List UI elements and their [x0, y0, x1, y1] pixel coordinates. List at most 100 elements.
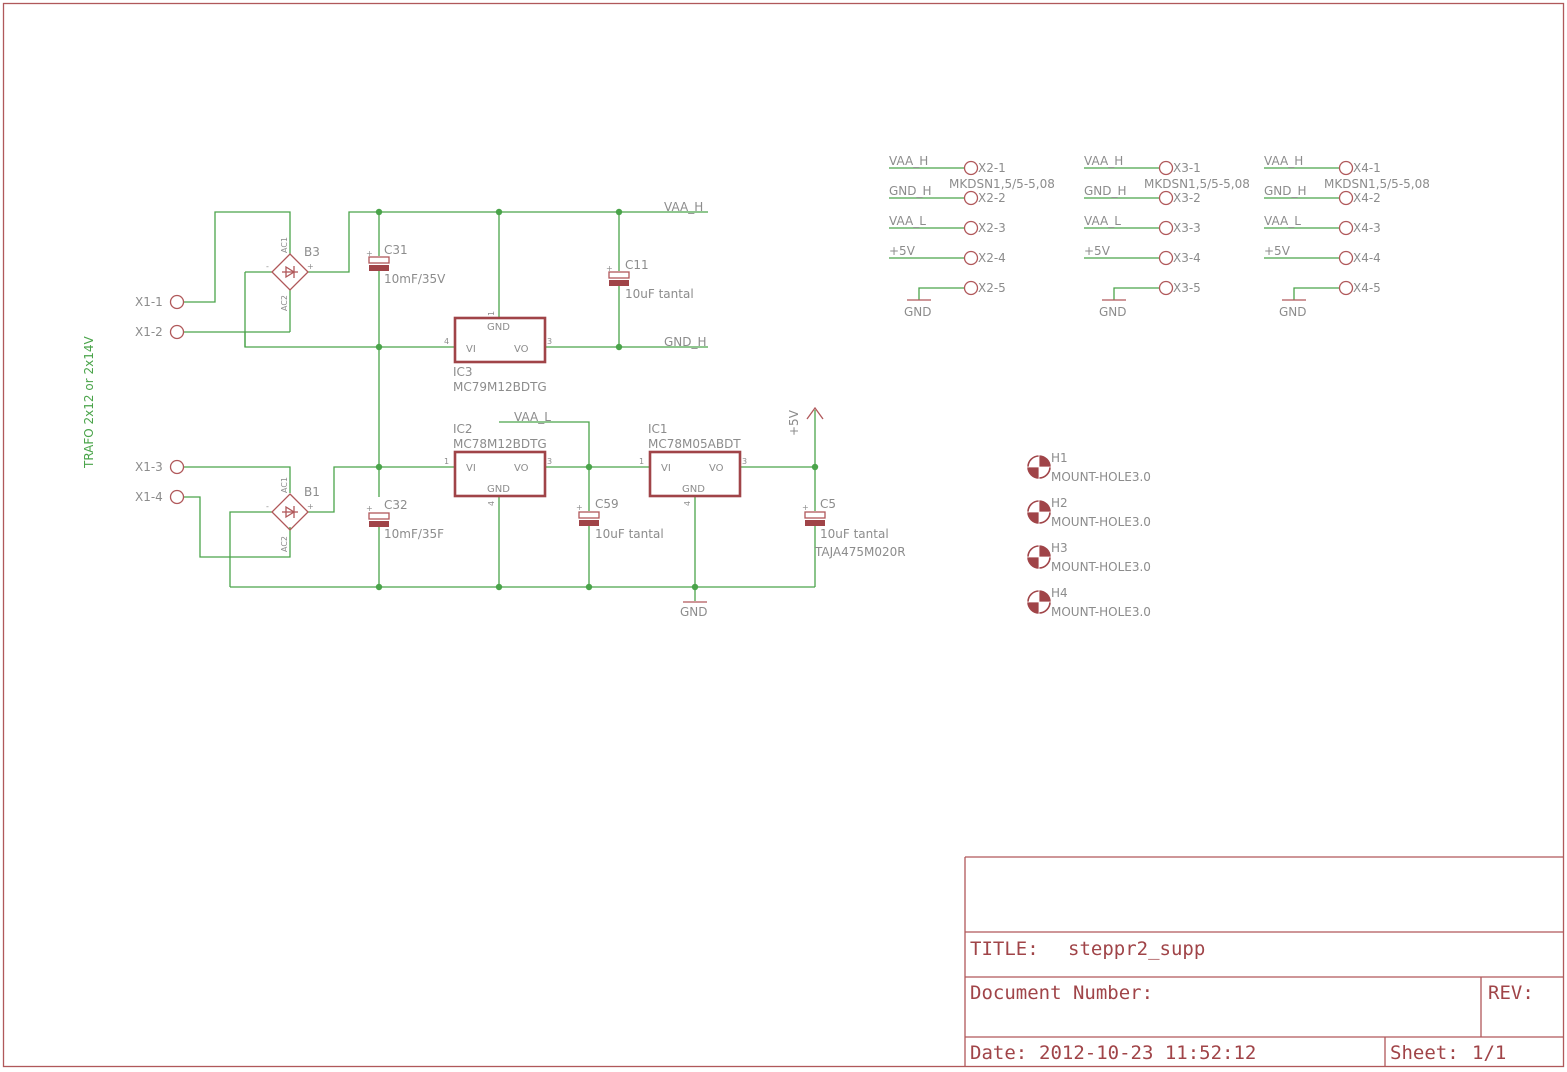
svg-text:+5V: +5V: [787, 409, 801, 436]
svg-text:IC3: IC3: [453, 365, 473, 379]
bridge-rectifier-b1: B1 AC1 AC2 - +: [266, 477, 320, 552]
svg-text:4: 4: [487, 501, 496, 506]
svg-text:GND: GND: [487, 322, 510, 333]
title-value: steppr2_supp: [1068, 938, 1205, 960]
net-label-vaa-h: VAA_H: [664, 200, 703, 214]
svg-text:B1: B1: [304, 485, 320, 499]
svg-text:MC79M12BDTG: MC79M12BDTG: [453, 380, 547, 394]
connector-pin: [963, 250, 979, 266]
connector-pin: [963, 280, 979, 296]
date-value: 2012-10-23 11:52:12: [1039, 1042, 1256, 1064]
svg-text:X1-1: X1-1: [135, 295, 163, 309]
connector-net-label: VAA_L: [1084, 214, 1121, 228]
connector-pin: [963, 190, 979, 206]
regulator-ic3: GND VI VO 4 3 1 IC3 MC79M12BDTG: [444, 311, 552, 394]
svg-text:+: +: [366, 504, 373, 513]
svg-text:+: +: [606, 264, 613, 273]
svg-text:AC2: AC2: [280, 536, 289, 552]
document-number-label: Document Number:: [970, 982, 1153, 1004]
connector-pin-label: X4-3: [1353, 221, 1381, 235]
connector-part-label: MKDSN1,5/5-5,08: [1324, 177, 1430, 191]
svg-text:TAJA475M020R: TAJA475M020R: [814, 545, 906, 559]
input-pin-x1-3: X1-3: [135, 459, 185, 475]
mount-hole-value: MOUNT-HOLE3.0: [1051, 470, 1151, 484]
connector-gnd-label: GND: [1279, 305, 1307, 319]
svg-text:GND: GND: [682, 484, 705, 495]
regulator-ic1: VI VO GND 1 3 4 IC1 MC78M05ABDT: [639, 422, 747, 506]
connector-net-label: VAA_H: [1264, 154, 1303, 168]
connector-net-label: +5V: [1084, 244, 1111, 258]
connector-net-label: GND_H: [1264, 184, 1307, 198]
svg-text:+: +: [307, 262, 314, 271]
transformer-label: TRAFO 2x12 or 2x14V: [82, 336, 96, 469]
connector-pin: [963, 160, 979, 176]
connector-pin-label: X3-4: [1173, 251, 1201, 265]
connector-net-label: +5V: [889, 244, 916, 258]
connector-pin: [1338, 280, 1354, 296]
mount-hole-value: MOUNT-HOLE3.0: [1051, 605, 1151, 619]
svg-text:C11: C11: [625, 258, 649, 272]
svg-text:3: 3: [742, 457, 747, 466]
capacitor-c5: + C5 10uF tantal TAJA475M020R: [802, 497, 906, 559]
svg-text:+: +: [576, 503, 583, 512]
svg-text:-: -: [266, 502, 269, 511]
connector-pin: [1338, 250, 1354, 266]
input-pin-x1-1: X1-1: [135, 294, 185, 310]
connector-pin-label: X4-2: [1353, 191, 1381, 205]
svg-text:VI: VI: [466, 344, 476, 355]
svg-text:VO: VO: [514, 344, 529, 355]
svg-text:X1-4: X1-4: [135, 490, 163, 504]
svg-text:10uF tantal: 10uF tantal: [595, 527, 664, 541]
svg-text:C59: C59: [595, 497, 619, 511]
svg-text:+: +: [802, 503, 809, 512]
connector-pin-label: X2-3: [978, 221, 1006, 235]
connector-pin: [1158, 250, 1174, 266]
revision-label: REV:: [1488, 982, 1534, 1004]
svg-text:C31: C31: [384, 243, 408, 257]
connector-net-label: GND_H: [1084, 184, 1127, 198]
capacitor-c32: + C32 10mF/35F: [366, 498, 444, 541]
connector-pin: [1338, 160, 1354, 176]
net-label-gnd-h: GND_H: [664, 335, 707, 349]
svg-text:X1-3: X1-3: [135, 460, 163, 474]
sheet-label: Sheet:: [1390, 1042, 1459, 1064]
capacitor-c31: + C31 10mF/35V: [366, 243, 446, 286]
mount-hole-name: H4: [1051, 586, 1068, 600]
svg-text:4: 4: [683, 501, 692, 506]
connector-pin-label: X4-1: [1353, 161, 1381, 175]
mount-hole-name: H1: [1051, 451, 1068, 465]
svg-text:1: 1: [639, 457, 644, 466]
connector-pin: [1158, 190, 1174, 206]
svg-text:10uF tantal: 10uF tantal: [625, 287, 694, 301]
svg-text:C32: C32: [384, 498, 408, 512]
connector-pin-label: X3-1: [1173, 161, 1201, 175]
junctions: [375, 208, 819, 591]
svg-text:1: 1: [444, 457, 449, 466]
svg-text:AC1: AC1: [280, 237, 289, 253]
net-label-vaa-l: VAA_L: [514, 410, 551, 424]
connector-pin: [1338, 190, 1354, 206]
connector-pin-label: X4-5: [1353, 281, 1381, 295]
capacitor-c59: + C59 10uF tantal: [576, 497, 664, 541]
svg-text:IC2: IC2: [453, 422, 473, 436]
sheet-value: 1/1: [1472, 1042, 1506, 1064]
connector-net-label: VAA_H: [889, 154, 928, 168]
svg-text:X1-2: X1-2: [135, 325, 163, 339]
connector-pin-label: X2-2: [978, 191, 1006, 205]
connector-gnd-label: GND: [904, 305, 932, 319]
svg-text:3: 3: [547, 337, 552, 346]
title-label: TITLE:: [970, 938, 1039, 960]
svg-text:AC1: AC1: [280, 477, 289, 493]
svg-text:1: 1: [487, 311, 496, 316]
svg-text:IC1: IC1: [648, 422, 668, 436]
connector-net-label: VAA_L: [1264, 214, 1301, 228]
mount-hole-value: MOUNT-HOLE3.0: [1051, 560, 1151, 574]
capacitor-c11: + C11 10uF tantal: [606, 258, 694, 301]
svg-text:AC2: AC2: [280, 295, 289, 311]
